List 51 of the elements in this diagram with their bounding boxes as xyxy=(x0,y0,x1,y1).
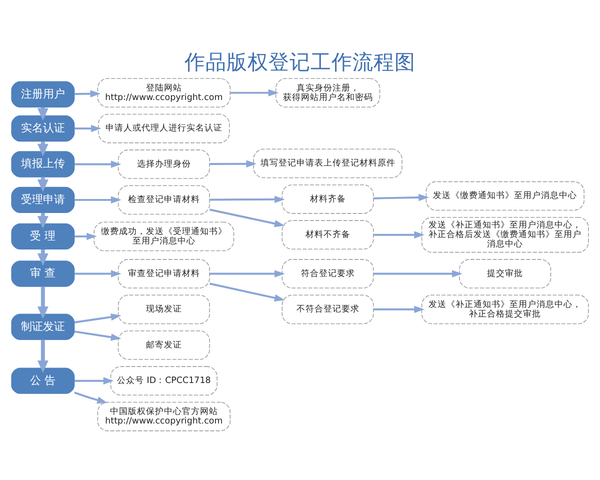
node-box: 申请人或代理人进行实名认证 xyxy=(98,114,230,144)
arrow xyxy=(374,306,424,314)
arrow xyxy=(37,286,48,319)
arrow xyxy=(74,392,108,404)
node-box: 公众号 ID：CPCC1718 xyxy=(110,366,218,396)
arrow xyxy=(74,124,102,132)
node-box: 审 查 xyxy=(11,260,75,287)
arrow xyxy=(374,194,429,202)
node-box: 符合登记要求 xyxy=(282,259,374,288)
node-box: 选择办理身份 xyxy=(118,150,210,179)
node-box: 中国版权保护中心官方网站 http://www.ccopyright.com xyxy=(97,402,231,432)
node-box: 邮寄发证 xyxy=(118,330,210,360)
diagram-title: 作品版权登记工作流程图 xyxy=(184,50,416,74)
arrow xyxy=(74,377,114,384)
node-box: 实名认证 xyxy=(11,115,75,142)
node-box: 制证发证 xyxy=(11,314,75,340)
arrow xyxy=(374,231,424,238)
node-box: 公 告 xyxy=(11,368,75,394)
node-box: 审查登记申请材料 xyxy=(118,259,210,288)
node-box: 发送《缴费通知书》至用户消息中心 xyxy=(426,181,584,211)
arrow xyxy=(74,196,122,204)
node-box: 现场发证 xyxy=(118,294,210,324)
node-box: 受 理 xyxy=(11,223,75,250)
node-box: 材料齐备 xyxy=(282,184,374,214)
node-box: 填写登记申请表上传登记材料原件 xyxy=(253,148,402,178)
node-box: 检查登记申请材料 xyxy=(118,185,210,215)
node-box: 发送《补正通知书》至用户消息中心，补正合格提交审批 xyxy=(421,294,589,324)
node-box: 材料不齐备 xyxy=(282,220,374,250)
node-box: 不符合登记要求 xyxy=(282,294,374,324)
arrow xyxy=(74,232,97,240)
node-box: 注册用户 xyxy=(11,81,75,108)
arrow xyxy=(37,340,48,373)
arrow xyxy=(230,89,279,96)
arrow xyxy=(74,160,122,168)
arrow xyxy=(74,313,122,324)
node-box: 发送《补正通知书》至用户消息中心，补正合格后发送《缴费通知书》至用户消息中心 xyxy=(421,216,589,253)
node-box: 缴费成功，发送《受理通知书》至用户消息中心 xyxy=(94,222,234,252)
arrow xyxy=(209,208,285,228)
node-box: 登陆网站 http://www.ccopyright.com xyxy=(97,78,231,108)
arrow xyxy=(74,270,122,278)
node-box: 提交审批 xyxy=(459,259,552,288)
arrow xyxy=(210,270,285,278)
node-box: 受理申请 xyxy=(11,186,75,214)
arrow xyxy=(210,160,257,168)
arrow xyxy=(210,196,285,204)
node-box: 真实身份注册，获得网站用户名和密码 xyxy=(275,78,380,108)
arrow xyxy=(74,90,101,98)
arrow xyxy=(74,330,122,341)
arrow xyxy=(374,270,462,278)
arrow xyxy=(209,282,285,302)
node-box: 填报上传 xyxy=(11,151,75,178)
